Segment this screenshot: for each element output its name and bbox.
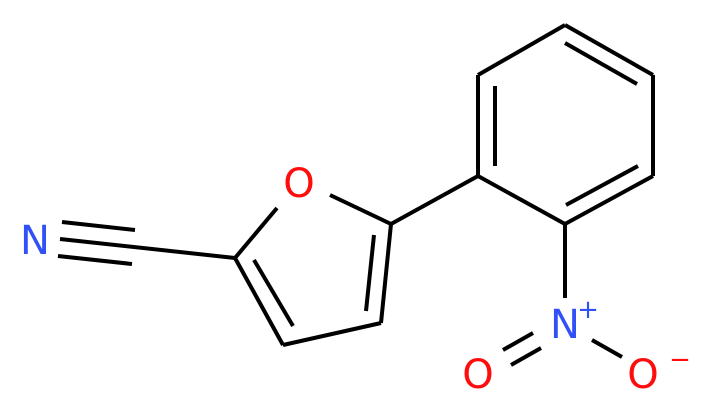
nitro-o2-charge: −: [669, 345, 691, 375]
nitro-n-label: N: [550, 302, 580, 348]
nitrile-n-label: N: [20, 218, 50, 264]
n-o-double-2: [510, 346, 542, 367]
furan-c2-o-bond: [233, 206, 279, 260]
bonds: [57, 23, 655, 367]
furan-c4-c5-bond: [379, 223, 393, 324]
nitrile-bond-1: [61, 220, 136, 232]
furan-o-c5-bond: [329, 193, 392, 226]
nitrile-bond-3: [57, 254, 133, 266]
benzene-c2-c3: [564, 174, 654, 226]
n-o-double-1: [502, 331, 534, 352]
furan-benzene-bond: [390, 174, 479, 226]
nitro-n-charge: +: [577, 295, 599, 325]
furan-c4-c5-inner: [364, 234, 376, 312]
furan-c3-c4-bond: [282, 321, 382, 347]
benzene-c4-c5: [564, 23, 654, 77]
benzene-c2-c3-inner: [565, 164, 639, 207]
furan-o-label: O: [283, 161, 314, 207]
furan-c2-c3-bond: [233, 257, 285, 346]
benzene-c4-c5-inner: [564, 41, 638, 86]
nitro-o2-label: O: [627, 352, 658, 398]
benzene-c1-c2: [477, 174, 566, 226]
furan-c2-c3-inner: [252, 258, 295, 328]
benzene-c5-c6: [477, 23, 566, 77]
n-o-single: [591, 338, 623, 359]
nitrile-bond-2: [59, 237, 236, 260]
nitro-o1-label: O: [462, 352, 493, 398]
